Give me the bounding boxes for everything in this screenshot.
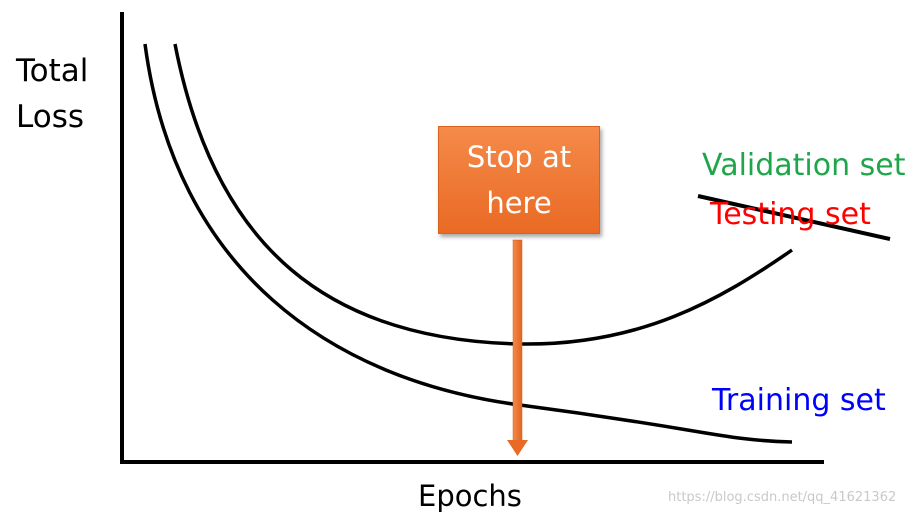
stop-arrow	[507, 239, 528, 456]
stop-callout-box: Stop at here	[438, 126, 600, 234]
stop-callout-text: Stop at here	[466, 140, 572, 220]
validation-curve	[173, 43, 793, 346]
x-axis-label: Epochs	[418, 479, 522, 513]
testing-strikethrough	[697, 194, 891, 241]
training-curve	[143, 43, 793, 444]
validation-set-label: Validation set	[702, 148, 906, 183]
watermark-text: https://blog.csdn.net/qq_41621362	[668, 490, 897, 505]
testing-set-label: Testing set	[710, 197, 871, 232]
y-axis-label: Total Loss	[16, 53, 89, 135]
training-set-label: Training set	[712, 383, 886, 418]
